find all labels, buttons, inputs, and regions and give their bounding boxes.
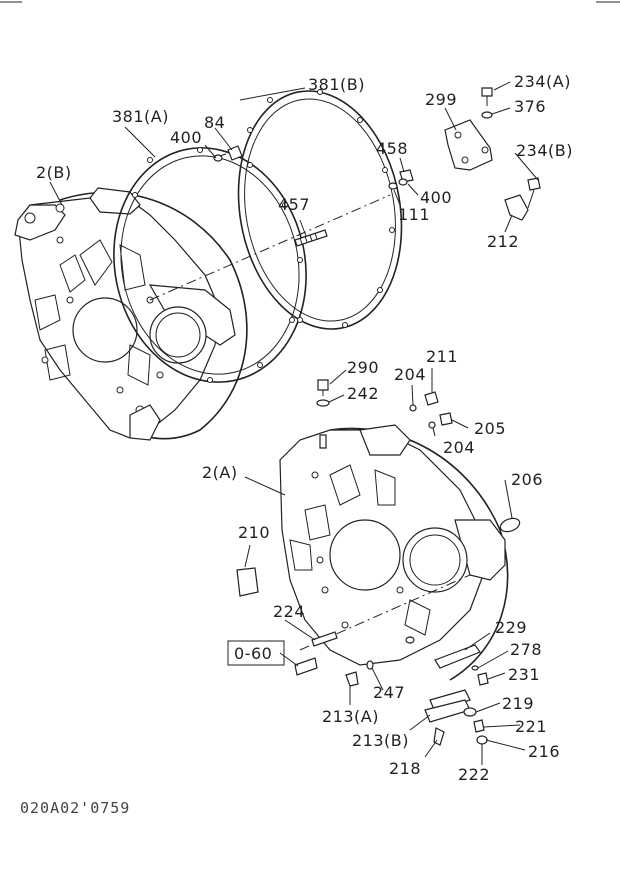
plate-229 [434,644,481,669]
flywheel-housing-lower [279,424,509,681]
nut-221 [473,719,485,733]
label-210: 210 [238,523,270,542]
label-204-lower: 204 [443,438,475,457]
clip-212 [504,194,529,221]
pin-247 [366,660,374,670]
washer-204-lower [428,421,436,429]
bolt-234a [481,87,493,106]
washer-400-upper [213,154,223,162]
label-211: 211 [426,347,458,366]
pin-0-60 [294,657,318,676]
label-381a: 381(A) [112,107,169,126]
label-234a: 234(A) [514,72,571,91]
label-222: 222 [458,765,490,784]
bolt-213a [345,671,359,687]
label-216: 216 [528,742,560,761]
label-242: 242 [347,384,379,403]
label-376: 376 [514,97,546,116]
stud-457 [294,229,328,247]
label-212: 212 [487,232,519,251]
stud-224 [311,631,338,647]
label-458: 458 [376,139,408,158]
label-213b: 213(B) [352,731,409,750]
label-218: 218 [389,759,421,778]
label-229: 229 [495,618,527,637]
label-234b: 234(B) [516,141,573,160]
label-219: 219 [502,694,534,713]
drawing-code: 020A02'0759 [20,799,130,817]
label-2b: 2(B) [36,163,72,182]
label-204-upper: 204 [394,365,426,384]
washer-278 [471,665,479,671]
bolt-211 [424,391,439,406]
washer-376 [481,111,493,119]
washer-111 [388,182,398,190]
label-231: 231 [508,665,540,684]
label-290: 290 [347,358,379,377]
label-224: 224 [273,602,305,621]
flywheel-housing-upper [14,187,248,441]
center-line-lower [299,574,471,651]
cap-206 [499,517,521,533]
label-381b: 381(B) [308,75,365,94]
bracket-299 [444,119,493,171]
label-205: 205 [474,419,506,438]
label-221: 221 [515,717,547,736]
label-400-upper: 400 [170,128,202,147]
label-247: 247 [373,683,405,702]
label-111: 111 [398,205,430,224]
bolt-234b [527,177,541,209]
label-206: 206 [511,470,543,489]
washer-216 [476,735,488,745]
label-2a: 2(A) [202,463,238,482]
cover-plate-381b [237,89,403,330]
label-84: 84 [204,113,225,132]
pad-210 [236,567,259,597]
washer-204-upper [409,404,417,412]
washer-242 [316,399,330,407]
label-213a: 213(A) [322,707,379,726]
nut-205 [439,412,453,426]
box-0-60 [227,640,285,666]
label-299: 299 [425,90,457,109]
leader-lines [49,81,539,765]
washer-400-right [398,178,408,186]
bolt-231 [477,672,489,686]
washer-lower [405,636,415,644]
label-400-right: 400 [420,188,452,207]
label-0-60: 0-60 [234,644,272,663]
bolt-290 [317,379,329,396]
label-278: 278 [510,640,542,659]
label-457: 457 [278,195,310,214]
center-line-upper [149,194,391,301]
washer-219 [463,707,477,717]
